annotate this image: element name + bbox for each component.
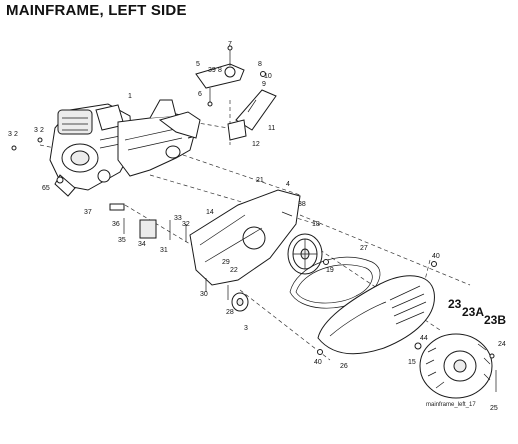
callout-31: 31 xyxy=(160,247,168,254)
callout-2: 2 xyxy=(14,131,18,138)
callout-40a: 40 xyxy=(432,253,440,260)
callout-19: 19 xyxy=(326,267,334,274)
left-side-plate xyxy=(189,189,301,286)
callout-5: 5 xyxy=(196,61,200,68)
callout-23a: 23A xyxy=(462,305,484,319)
callout-23b: 23B xyxy=(484,313,506,327)
callout-3c: 3 xyxy=(244,325,248,332)
callout-65: 65 xyxy=(42,185,50,192)
callout-22: 22 xyxy=(230,267,238,274)
callout-40b: 40 xyxy=(314,359,322,366)
drive-belt xyxy=(289,256,381,309)
callout-8b: 8 xyxy=(258,61,262,68)
callout-9: 9 xyxy=(262,81,266,88)
callout-30: 30 xyxy=(200,291,208,298)
callout-12: 12 xyxy=(252,141,260,148)
callout-21: 21 xyxy=(256,177,264,184)
callout-1: 1 xyxy=(128,93,132,100)
callout-15: 15 xyxy=(408,359,416,366)
callout-4: 4 xyxy=(286,181,290,188)
callout-28: 28 xyxy=(226,309,234,316)
callout-39: 39 xyxy=(208,67,216,74)
callout-3b: 3 xyxy=(34,127,38,134)
callout-44: 44 xyxy=(420,335,428,342)
callout-35: 35 xyxy=(118,237,126,244)
callout-3a: 3 xyxy=(8,131,12,138)
belt-cover xyxy=(317,275,435,355)
handle-bracket xyxy=(195,45,266,107)
callout-23: 23 xyxy=(448,297,462,311)
callout-18: 18 xyxy=(312,221,320,228)
callout-10: 10 xyxy=(264,73,272,80)
callout-labels: 1 12 3 3 3 2 2 4 5 6 7 8 8 9 10 11 14 15… xyxy=(8,41,506,412)
callout-25: 25 xyxy=(490,405,498,412)
engine-assembly xyxy=(49,103,133,197)
callout-24: 24 xyxy=(498,341,506,348)
callout-37: 37 xyxy=(84,209,92,216)
belt-pulley xyxy=(287,233,323,275)
callout-11: 11 xyxy=(268,125,275,132)
callout-6: 6 xyxy=(198,91,202,98)
callout-26: 26 xyxy=(340,363,348,370)
callout-38: 38 xyxy=(298,201,306,208)
callout-32: 32 xyxy=(182,221,190,228)
callout-14: 14 xyxy=(206,209,214,216)
callout-27: 27 xyxy=(360,245,368,252)
callout-2b: 2 xyxy=(40,127,44,134)
callout-7: 7 xyxy=(228,41,232,48)
depth-bar xyxy=(227,89,277,141)
callout-36: 36 xyxy=(112,221,120,228)
callout-33: 33 xyxy=(174,215,182,222)
callout-8a: 8 xyxy=(218,67,222,74)
transmission-housing xyxy=(117,99,197,177)
callout-34: 34 xyxy=(138,241,146,248)
hardware xyxy=(11,137,437,355)
diagram-title: MAINFRAME, LEFT SIDE xyxy=(6,2,187,19)
small-pulley xyxy=(231,292,249,312)
wheel-assembly xyxy=(419,333,497,399)
tine-shield xyxy=(158,111,201,139)
callout-29: 29 xyxy=(222,259,230,266)
diagram-id-caption: mainframe_left_17 xyxy=(426,402,476,408)
